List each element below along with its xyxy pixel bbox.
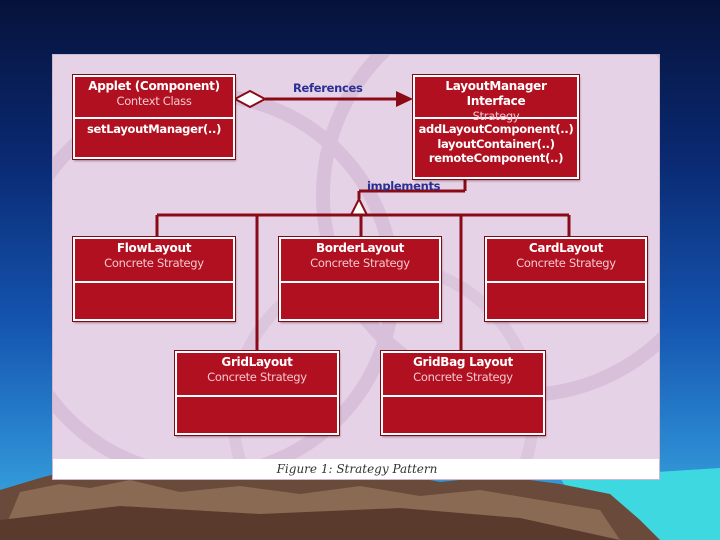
class-name: LayoutManager Interface bbox=[445, 79, 547, 108]
class-name: GridBag Layout bbox=[412, 355, 513, 369]
class-box-layout-manager: LayoutManager Interface Strategy addLayo… bbox=[412, 74, 580, 180]
class-box-card-layout: CardLayout Concrete Strategy bbox=[484, 236, 648, 322]
caption-bar: Figure 1: Strategy Pattern bbox=[53, 459, 659, 479]
class-name: Applet (Component) bbox=[88, 79, 220, 93]
inheritance-triangle bbox=[349, 196, 369, 216]
class-role: Context Class bbox=[116, 94, 192, 108]
class-method: layoutContainer(..) bbox=[437, 136, 555, 151]
figure-caption: Figure 1: Strategy Pattern bbox=[276, 462, 438, 476]
connectors bbox=[155, 89, 571, 351]
class-box-gridbag-layout: GridBag Layout Concrete Strategy bbox=[380, 350, 546, 436]
class-name: BorderLayout bbox=[315, 241, 405, 255]
class-box-grid-layout: GridLayout Concrete Strategy bbox=[174, 350, 340, 436]
class-name: CardLayout bbox=[528, 241, 604, 255]
class-role: Concrete Strategy bbox=[310, 256, 410, 270]
class-role: Concrete Strategy bbox=[516, 256, 616, 270]
class-name: FlowLayout bbox=[116, 241, 192, 255]
class-method: remoteComponent(..) bbox=[428, 151, 564, 165]
implements-label: implements bbox=[367, 179, 441, 193]
class-method: setLayoutManager(..) bbox=[86, 122, 222, 136]
references-arrowhead bbox=[396, 91, 413, 107]
diagram-panel: References implements Applet (Component)… bbox=[52, 54, 660, 480]
aggregation-diamond bbox=[232, 89, 268, 109]
class-role: Concrete Strategy bbox=[104, 256, 204, 270]
class-name: GridLayout bbox=[221, 355, 293, 369]
class-box-border-layout: BorderLayout Concrete Strategy bbox=[278, 236, 442, 322]
class-role: Concrete Strategy bbox=[413, 370, 513, 384]
class-role: Strategy bbox=[472, 109, 520, 123]
class-box-applet: Applet (Component) Context Class setLayo… bbox=[72, 74, 236, 160]
class-role: Concrete Strategy bbox=[207, 370, 307, 384]
class-method: addLayoutComponent(..) bbox=[418, 122, 574, 136]
references-label: References bbox=[293, 81, 363, 95]
class-box-flow-layout: FlowLayout Concrete Strategy bbox=[72, 236, 236, 322]
